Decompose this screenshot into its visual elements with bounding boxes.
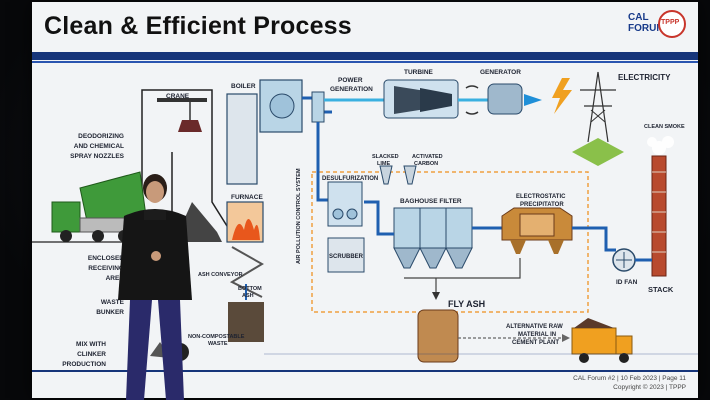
cal-forum-logo: CAL FORUM TPPP <box>628 10 688 42</box>
label-enclosed-3: AREA <box>106 275 125 282</box>
fire-icon <box>232 219 260 240</box>
electrostatic-precipitator-icon <box>501 207 573 254</box>
label-clean-smoke: CLEAN SMOKE <box>644 124 685 130</box>
crane-rail <box>157 98 207 102</box>
label-baghouse-filter: BAGHOUSE FILTER <box>400 198 462 205</box>
flue-gas-downpipe <box>316 122 328 202</box>
label-slacked-lime-2: LIME <box>377 161 390 167</box>
label-power-generation-2: GENERATION <box>330 86 373 93</box>
label-alt-raw-3: CEMENT PLANT <box>512 340 559 346</box>
slide-footer: CAL Forum #2 | 10 Feb 2023 | Page 11 Cop… <box>573 374 686 392</box>
process-diagram: CRANE BOILER POWER GENERATION TURBINE GE… <box>32 69 698 368</box>
label-electrostatic-2: PRECIPITATOR <box>520 202 564 208</box>
rotation-arrow-icon <box>465 85 479 89</box>
power-arrow-icon <box>524 94 542 106</box>
title-underline-thin <box>32 61 698 63</box>
cement-truck-icon <box>571 318 633 363</box>
label-non-compostable-1: NON-COMPOSTABLE <box>188 334 245 340</box>
label-enclosed-1: ENCLOSED <box>88 255 124 262</box>
lightning-icon <box>552 78 572 114</box>
baghouse-filter-icon <box>393 207 473 269</box>
slide-title: Clean & Efficient Process <box>44 12 352 40</box>
activated-carbon-hopper-icon <box>403 165 417 185</box>
stack-icon <box>651 155 667 277</box>
label-power-generation-1: POWER <box>338 77 363 84</box>
label-ash-conveyor: ASH CONVEYOR <box>198 272 243 278</box>
label-scrubber: SCRUBBER <box>329 254 364 260</box>
gas-pipe-scrubber-baghouse <box>364 200 394 236</box>
logo-text: CAL FORUM <box>628 12 665 34</box>
enclosed-building-outline <box>141 89 238 243</box>
label-waste-bunker-2: BUNKER <box>96 309 124 316</box>
label-electricity: ELECTRICITY <box>618 73 671 82</box>
tppp-badge-icon <box>658 10 686 38</box>
label-id-fan: ID FAN <box>616 279 638 286</box>
label-deodorizing-1: DEODORIZING <box>78 133 124 140</box>
logo-badge-text: TPPP <box>661 19 680 26</box>
label-alt-raw-2: MATERIAL IN <box>518 332 556 338</box>
scrubber-icon <box>327 237 365 273</box>
desulfurization-unit-icon <box>327 181 363 227</box>
label-non-compostable-2: WASTE <box>208 341 228 347</box>
footer-bar <box>32 370 698 372</box>
label-waste-bunker-1: WASTE <box>101 299 125 306</box>
label-turbine: TURBINE <box>404 69 434 76</box>
presenter-figure <box>118 174 192 400</box>
label-fly-ash: FLY ASH <box>448 299 485 309</box>
generator-icon <box>487 83 523 115</box>
label-boiler: BOILER <box>231 83 256 90</box>
label-alt-raw-1: ALTERNATIVE RAW <box>506 324 563 330</box>
label-deodorizing-3: SPRAY NOZZLES <box>70 153 124 160</box>
label-generator: GENERATOR <box>480 69 521 76</box>
fly-ash-collector-line <box>404 258 521 279</box>
label-air-pollution-control: AIR POLLUTION CONTROL SYSTEM <box>296 168 302 264</box>
fly-ash-arrow-icon <box>432 292 440 300</box>
electricity-pylon-icon <box>572 71 624 166</box>
label-enclosed-2: RECEIVING <box>88 265 124 272</box>
title-underline-bar <box>32 52 698 60</box>
clean-smoke-icon <box>647 136 674 155</box>
slacked-lime-hopper-icon <box>379 165 393 185</box>
label-bottom-ash-1: BOTTOM <box>238 286 262 292</box>
fly-ash-silo-icon <box>417 309 459 363</box>
flue-gas-vessel <box>311 91 325 123</box>
label-activated-carbon-1: ACTIVATED <box>412 154 443 160</box>
crane-grab-icon <box>178 120 202 132</box>
boiler-icon <box>226 93 258 185</box>
gas-pipe-esp-fan <box>572 226 616 252</box>
label-desulfurization: DESULFURIZATION <box>322 176 378 182</box>
label-slacked-lime-1: SLACKED <box>372 154 399 160</box>
label-mix-clinker-1: MIX WITH <box>76 341 106 348</box>
label-deodorizing-2: AND CHEMICAL <box>74 143 124 150</box>
label-mix-clinker-3: PRODUCTION <box>62 361 106 368</box>
bottom-ash-bin <box>228 302 264 342</box>
label-activated-carbon-2: CARBON <box>414 161 438 167</box>
label-furnace: FURNACE <box>231 194 263 201</box>
label-stack: STACK <box>648 285 674 294</box>
label-electrostatic-1: ELECTROSTATIC <box>516 194 566 200</box>
footer-line-1: CAL Forum #2 | 10 Feb 2023 | Page 11 <box>573 375 686 382</box>
label-crane: CRANE <box>166 93 190 100</box>
label-mix-clinker-2: CLINKER <box>77 351 106 358</box>
label-bottom-ash-2: ASH <box>242 293 254 299</box>
footer-line-2: Copyright © 2023 | TPPP <box>613 384 686 391</box>
